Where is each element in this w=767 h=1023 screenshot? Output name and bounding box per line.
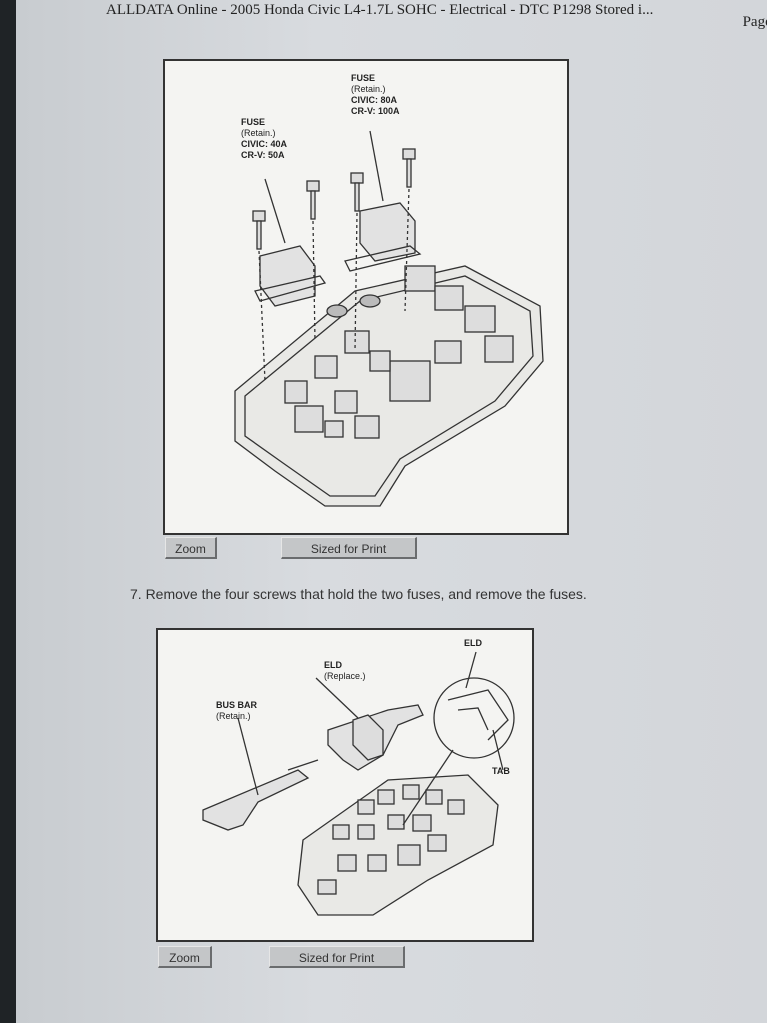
- eld-replace-label: ELD (Replace.): [324, 660, 366, 682]
- fuse-right-label: FUSE (Retain.) CIVIC: 80A CR-V: 100A: [351, 73, 400, 117]
- step-7-instruction: 7. Remove the four screws that hold the …: [130, 586, 587, 602]
- document-page: ALLDATA Online - 2005 Honda Civic L4-1.7…: [16, 0, 767, 1023]
- page-number: Page 5: [742, 14, 767, 30]
- fuse-right-crv: CR-V: 100A: [351, 106, 400, 116]
- fuse-left-title: FUSE: [241, 117, 266, 127]
- eld-note: (Replace.): [324, 671, 366, 681]
- bus-bar-note: (Retain.): [216, 711, 251, 721]
- fuse-box-illustration: [234, 130, 544, 507]
- fuse-left-label: FUSE (Retain.) CIVIC: 40A CR-V: 50A: [241, 117, 287, 161]
- fuse-right-title: FUSE: [351, 73, 376, 83]
- zoom-button-1[interactable]: Zoom: [165, 537, 217, 559]
- eld-illustration: [202, 651, 515, 916]
- bus-bar-label: BUS BAR (Retain.): [216, 700, 257, 722]
- bus-bar-title: BUS BAR: [216, 700, 258, 710]
- eld-title: ELD: [324, 660, 342, 670]
- fuse-box-diagram: FUSE (Retain.) CIVIC: 80A CR-V: 100A FUS…: [163, 59, 569, 535]
- eld-diagram: ELD ELD (Replace.) BUS BAR (Retain.) TAB: [156, 628, 534, 942]
- fuse-left-crv: CR-V: 50A: [241, 150, 285, 160]
- fuse-right-note: (Retain.): [351, 84, 386, 94]
- fuse-left-note: (Retain.): [241, 128, 276, 138]
- sized-for-print-button-1[interactable]: Sized for Print: [281, 537, 417, 559]
- fuse-left-civic: CIVIC: 40A: [241, 139, 288, 149]
- tab-label: TAB: [492, 766, 510, 776]
- page-header: ALLDATA Online - 2005 Honda Civic L4-1.7…: [106, 2, 767, 36]
- fuse-right-civic: CIVIC: 80A: [351, 95, 398, 105]
- eld-top-label: ELD: [464, 638, 482, 648]
- document-title: ALLDATA Online - 2005 Honda Civic L4-1.7…: [106, 2, 654, 18]
- sized-for-print-button-2[interactable]: Sized for Print: [269, 946, 405, 968]
- zoom-button-2[interactable]: Zoom: [158, 946, 212, 968]
